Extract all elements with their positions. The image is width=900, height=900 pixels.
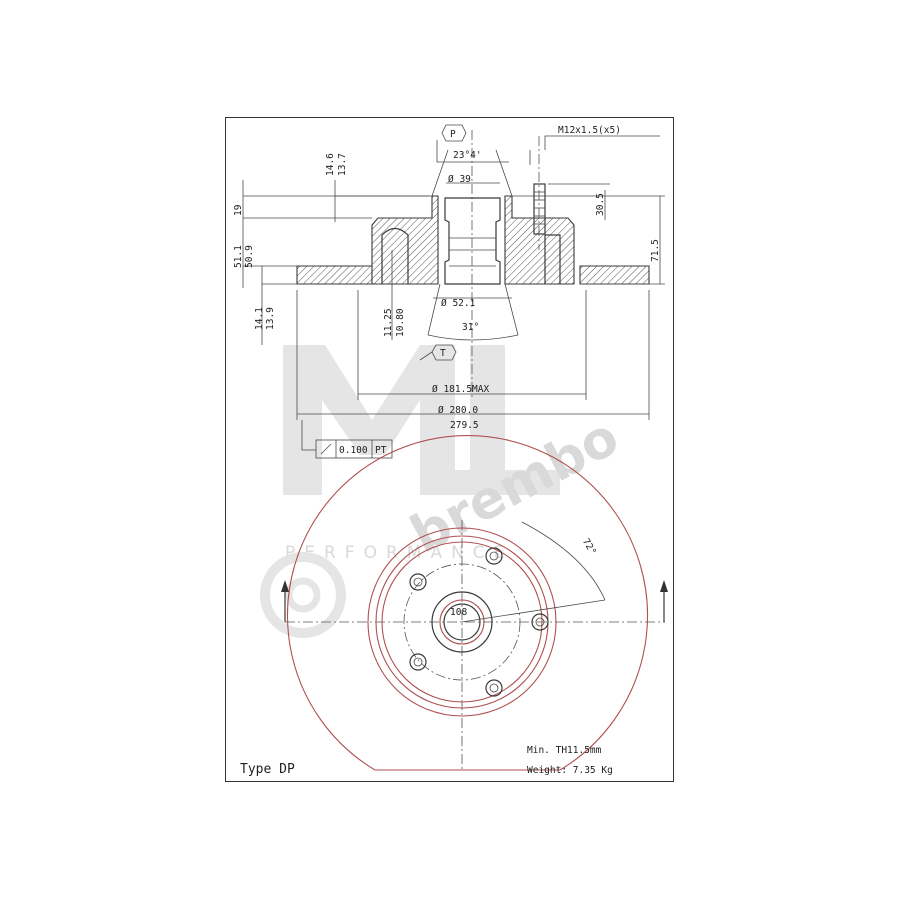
bolt-hole (409, 573, 427, 591)
svg-text:23°4': 23°4' (453, 150, 482, 161)
type-label: Type DP (240, 762, 295, 777)
svg-text:Ø 280.0: Ø 280.0 (438, 405, 478, 416)
svg-text:M12x1.5(x5): M12x1.5(x5) (558, 125, 621, 136)
svg-text:13.9: 13.9 (265, 307, 276, 330)
watermark-ml-logo (283, 345, 560, 495)
svg-text:0.100: 0.100 (339, 445, 368, 456)
svg-text:14.1: 14.1 (254, 307, 265, 330)
svg-text:10.80: 10.80 (395, 308, 406, 337)
svg-text:11.25: 11.25 (383, 308, 394, 337)
svg-text:14.6: 14.6 (325, 153, 336, 176)
dimension-labels: M12x1.5(x5) 23°4' Ø 39 Ø 52.1 31° Ø 181.… (233, 125, 661, 456)
svg-text:Ø 52.1: Ø 52.1 (441, 298, 476, 309)
min-thickness: Min. TH11.5mm (527, 745, 602, 756)
section-view: P T (242, 124, 665, 459)
svg-text:19: 19 (233, 204, 244, 216)
bolt-hole (485, 547, 503, 565)
weight: Weight: 7.35 Kg (527, 765, 613, 776)
svg-text:P: P (450, 129, 456, 140)
svg-text:31°: 31° (462, 322, 479, 333)
svg-text:Ø 39: Ø 39 (448, 174, 471, 185)
watermark-tagline: PERFORMANCE (285, 543, 513, 563)
svg-text:Ø 181.5MAX: Ø 181.5MAX (432, 384, 489, 395)
bolt-hole (409, 653, 427, 671)
svg-text:PT: PT (375, 445, 387, 456)
front-view: 72° 108 (281, 435, 668, 771)
svg-text:51.1: 51.1 (233, 245, 244, 268)
svg-text:30.5: 30.5 (595, 193, 606, 216)
svg-text:13.7: 13.7 (337, 153, 348, 176)
bolt-hole (531, 613, 549, 631)
svg-text:279.5: 279.5 (450, 420, 479, 431)
svg-text:T: T (440, 348, 446, 359)
svg-text:108: 108 (450, 607, 467, 618)
bolt-hole (485, 679, 503, 697)
runout-icon (320, 443, 332, 455)
svg-text:72°: 72° (580, 537, 598, 557)
watermark-brembo-logo (260, 552, 346, 638)
svg-text:71.5: 71.5 (650, 239, 661, 262)
svg-text:50.9: 50.9 (244, 245, 255, 268)
